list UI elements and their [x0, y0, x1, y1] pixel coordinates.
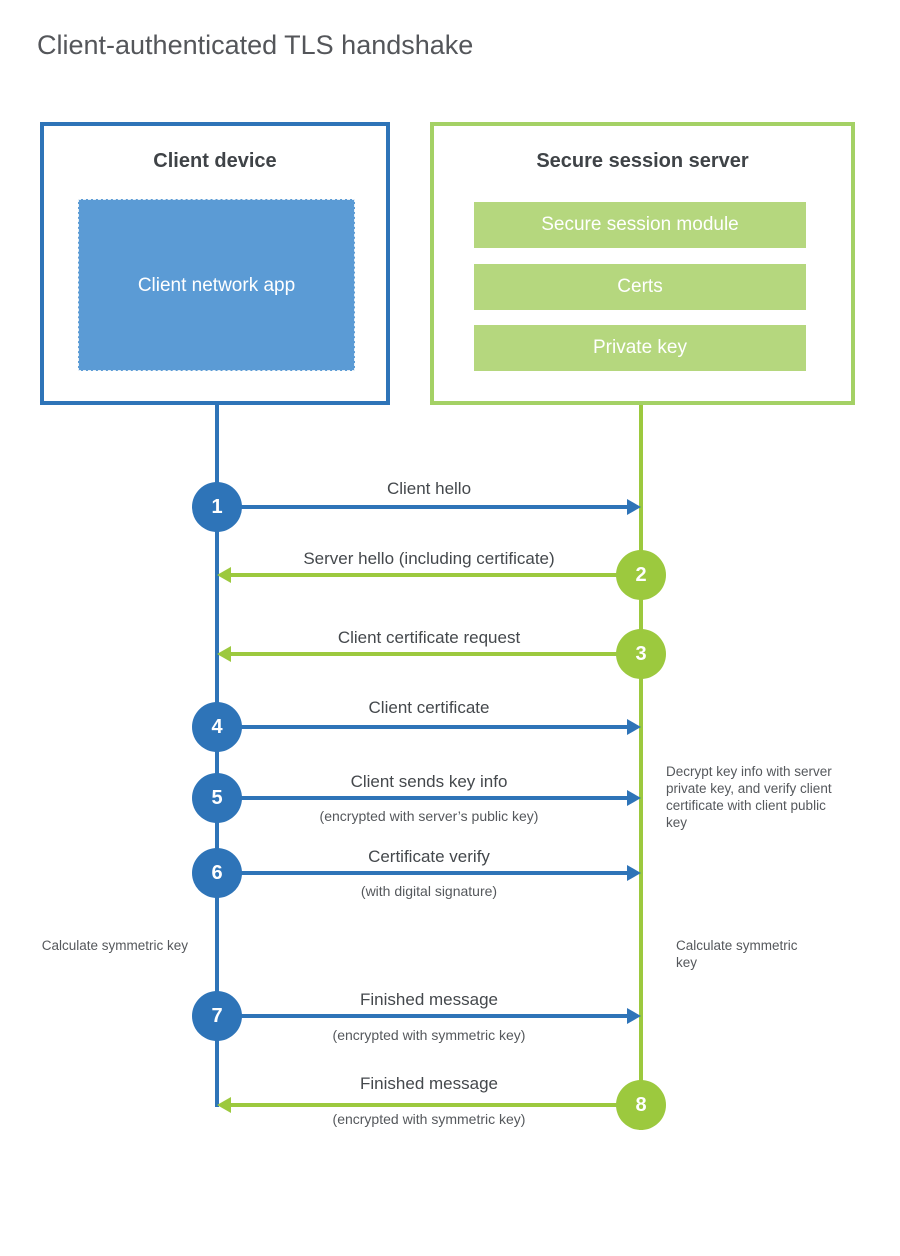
arrow-head-right-icon: [627, 790, 641, 806]
message-sublabel-digital-signature: (with digital signature): [360, 883, 498, 899]
note-calculate-symmetric-key-client: Calculate symmetric key: [41, 938, 188, 953]
arrow-head-right-icon: [627, 865, 641, 881]
message-label-client-sends-key-info: Client sends key info: [350, 772, 508, 791]
arrow-head-right-icon: [627, 1008, 641, 1024]
client-lifeline: [215, 405, 219, 1107]
arrow-line-certificate-verify: [217, 871, 627, 875]
step-circle-2: 2: [616, 550, 666, 600]
arrow-line-finished-message-server: [231, 1103, 641, 1107]
step-circle-8: 8: [616, 1080, 666, 1130]
secure-session-server-heading: Secure session server: [536, 150, 749, 172]
arrow-head-left-icon: [217, 646, 231, 662]
message-label-client-certificate-request: Client certificate request: [337, 628, 521, 647]
message-label-certificate-verify: Certificate verify: [368, 847, 490, 866]
arrow-head-right-icon: [627, 499, 641, 515]
arrow-head-left-icon: [217, 1097, 231, 1113]
arrow-head-right-icon: [627, 719, 641, 735]
arrow-line-client-certificate-request: [231, 652, 641, 656]
message-label-client-hello: Client hello: [386, 479, 472, 498]
step-circle-3: 3: [616, 629, 666, 679]
step-circle-1: 1: [192, 482, 242, 532]
arrow-line-server-hello: [231, 573, 641, 577]
note-decrypt-key-info: Decrypt key info with server private key…: [666, 764, 832, 830]
message-sublabel-encrypted-server-public-key: (encrypted with server’s public key): [319, 808, 539, 824]
page-title: Client-authenticated TLS handshake: [37, 30, 474, 60]
arrow-line-finished-message-client: [217, 1014, 627, 1018]
message-label-finished-message-server: Finished message: [360, 1074, 498, 1093]
step-circle-5: 5: [192, 773, 242, 823]
message-label-finished-message-client: Finished message: [360, 990, 498, 1009]
step-circle-4: 4: [192, 702, 242, 752]
server-lifeline: [639, 405, 643, 1130]
client-device-box: Client device Client network app: [40, 122, 390, 405]
arrow-line-client-hello: [217, 505, 627, 509]
message-label-server-hello: Server hello (including certificate): [303, 549, 555, 568]
note-calculate-symmetric-key-server: Calculate symmetric key: [676, 938, 798, 970]
message-sublabel-encrypted-symmetric-key: (encrypted with symmetric key): [332, 1111, 526, 1127]
client-network-app-module: Client network app: [78, 199, 355, 371]
server-module-private-key: Private key: [474, 325, 806, 371]
secure-session-server-box: Secure session server Secure session mod…: [430, 122, 855, 405]
step-circle-6: 6: [192, 848, 242, 898]
message-sublabel-encrypted-symmetric-key: (encrypted with symmetric key): [332, 1027, 526, 1043]
step-circle-7: 7: [192, 991, 242, 1041]
server-module-secure-session-module: Secure session module: [474, 202, 806, 248]
arrow-line-client-certificate: [217, 725, 627, 729]
server-module-certs: Certs: [474, 264, 806, 310]
client-device-heading: Client device: [153, 150, 277, 172]
arrow-head-left-icon: [217, 567, 231, 583]
arrow-line-client-sends-key-info: [217, 796, 627, 800]
message-label-client-certificate: Client certificate: [368, 698, 490, 717]
